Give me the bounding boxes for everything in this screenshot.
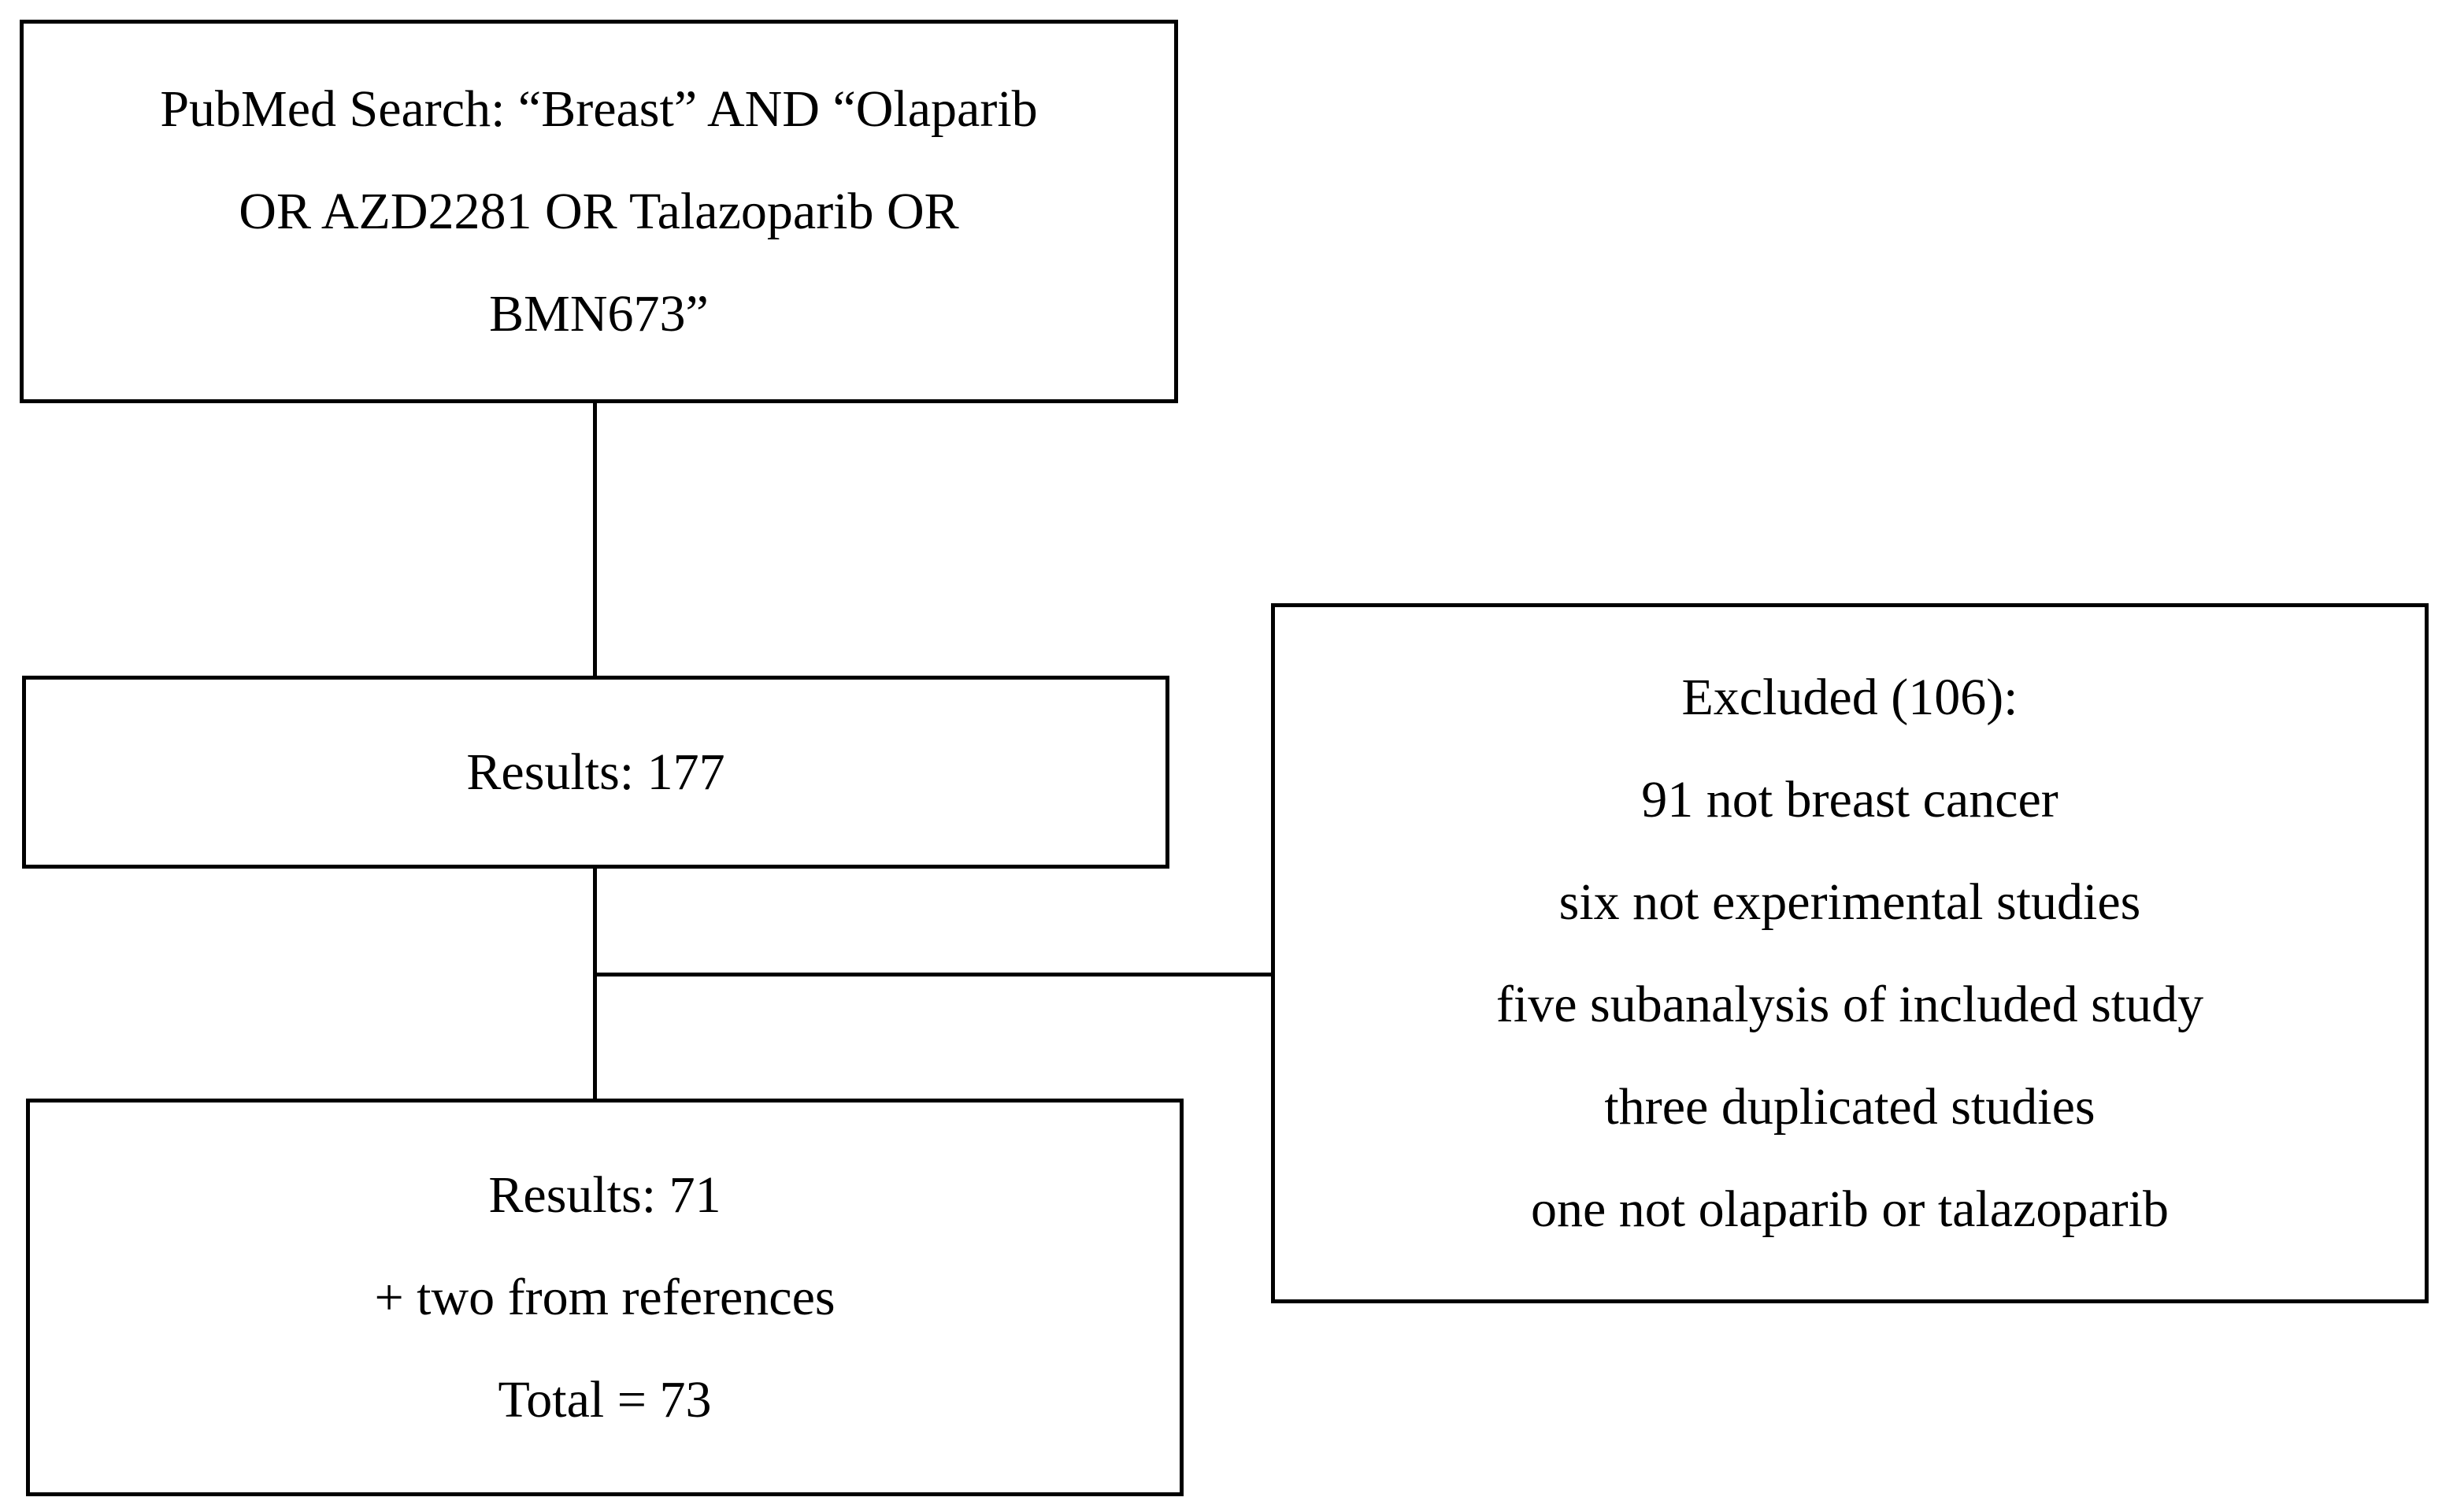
initial-results-count: Results: 177 bbox=[466, 743, 725, 801]
excluded-reason-1: 91 not breast cancer bbox=[1641, 770, 2058, 828]
excluded-box: Excluded (106): 91 not breast cancer six… bbox=[1271, 603, 2429, 1303]
excluded-header: Excluded (106): bbox=[1681, 668, 2018, 726]
connector-search-to-results bbox=[593, 403, 597, 676]
connector-to-excluded bbox=[593, 973, 1271, 976]
pubmed-search-box: PubMed Search: “Breast” AND “Olaparib OR… bbox=[20, 20, 1178, 403]
excluded-reason-2: six not experimental studies bbox=[1558, 873, 2141, 931]
final-results-count: Results: 71 bbox=[488, 1166, 721, 1224]
search-query-line-2: OR AZD2281 OR Talazoparib OR bbox=[239, 182, 959, 240]
final-results-references: + two from references bbox=[374, 1268, 836, 1326]
excluded-reason-4: three duplicated studies bbox=[1604, 1077, 2096, 1136]
connector-results-to-final bbox=[593, 869, 597, 1099]
final-results-box: Results: 71 + two from references Total … bbox=[26, 1099, 1184, 1496]
excluded-reason-3: five subanalysis of included study bbox=[1495, 975, 2204, 1033]
final-results-total: Total = 73 bbox=[498, 1370, 712, 1429]
initial-results-box: Results: 177 bbox=[22, 676, 1169, 869]
excluded-reason-5: one not olaparib or talazoparib bbox=[1530, 1180, 2169, 1238]
search-query-line-1: PubMed Search: “Breast” AND “Olaparib bbox=[160, 80, 1038, 138]
search-query-line-3: BMN673” bbox=[489, 284, 709, 343]
